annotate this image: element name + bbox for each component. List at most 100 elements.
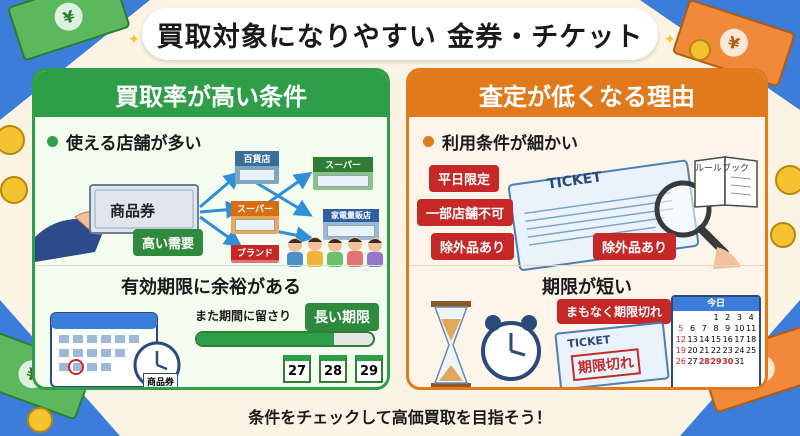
point-many-stores: 使える店舗が多い — [47, 129, 202, 154]
calendar-day: 30 — [722, 357, 734, 366]
svg-text:¥: ¥ — [726, 32, 742, 54]
expired-ticket: TICKET 期限切れ — [554, 321, 670, 387]
calendar-day: 24 — [734, 346, 745, 355]
calendar-with-clock-icon — [50, 312, 181, 387]
calendar-day: 2 — [725, 313, 731, 322]
section-divider — [409, 265, 765, 266]
calendar-day: 13 — [687, 335, 698, 344]
date-flag: 27 — [283, 355, 311, 383]
calendar-day — [675, 313, 687, 322]
store-supermarket-2-label: スーパー — [231, 201, 279, 216]
calendar-day: 23 — [722, 346, 733, 355]
store-brand-label: ブランド — [231, 245, 279, 260]
section-divider — [35, 265, 387, 266]
calendar-day: 28 — [698, 357, 710, 366]
store-window — [327, 225, 375, 237]
expired-stamp: 期限切れ — [570, 348, 642, 382]
calendar-day: 26 — [675, 357, 686, 366]
low-rate-body: 利用条件が細かい TICKET ? ルールブック 平日限定 一部店舗不可 除外品… — [409, 117, 765, 387]
point-many-stores-label: 使える店舗が多い — [66, 134, 202, 154]
store-electronics-label: 家電量販店 — [323, 209, 379, 222]
calendar-day: 15 — [710, 335, 722, 344]
rule-book-label: ルールブック — [695, 164, 750, 174]
point-detailed-conditions-label: 利用条件が細かい — [442, 134, 578, 154]
store-supermarket-1: スーパー — [313, 157, 373, 190]
expiring-soon-tag: まもなく期限切れ — [557, 299, 672, 324]
calendar-day: 5 — [678, 324, 684, 333]
footer-message: 条件をチェックして高価買取を目指そう！ — [248, 408, 552, 427]
svg-text:?: ? — [691, 158, 692, 177]
title-banner: 買取対象になりやすい 金券・チケット — [142, 8, 658, 60]
rule-book-icon: ? — [691, 156, 758, 208]
validity-progress-fill — [197, 333, 335, 345]
store-supermarket-1-label: スーパー — [313, 157, 373, 172]
voucher-label: 商品券 — [110, 202, 156, 220]
store-brand: ブランド — [231, 245, 279, 263]
condition-tag-some-stores: 一部店舗不可 — [417, 199, 514, 226]
calendar-day: 21 — [699, 346, 710, 355]
banknote-icon: ¥ — [8, 0, 130, 61]
calendar-day: 4 — [748, 313, 754, 322]
store-window — [239, 169, 275, 181]
calendar-day: 10 — [734, 324, 745, 333]
calendar-day: 11 — [746, 324, 757, 333]
calendar-day: 9 — [725, 324, 731, 333]
store-department: 百貨店 — [235, 151, 279, 184]
calendar-day: 25 — [746, 346, 757, 355]
small-voucher-label: 商品券 — [143, 373, 179, 387]
store-window — [235, 219, 275, 231]
calendar-day: 12 — [675, 335, 686, 344]
calendar-day: 1 — [713, 313, 719, 322]
svg-text:✦: ✦ — [664, 32, 676, 48]
expiry-ample-title: 有効期限に余裕がある — [121, 277, 301, 298]
long-period-tag: 長い期限 — [305, 303, 379, 331]
date-flag: 28 — [319, 355, 347, 383]
calendar-day: 31 — [734, 357, 745, 366]
calendar-day: 19 — [675, 346, 686, 355]
condition-tag-excluded-1: 除外品あり — [431, 233, 515, 260]
crowd-of-people-icon — [287, 237, 383, 267]
svg-text:¥: ¥ — [61, 6, 77, 28]
hand-holding-voucher-icon — [35, 184, 199, 262]
high-rate-heading: 買取率が高い条件 — [35, 71, 387, 117]
calendar-day: 27 — [687, 357, 698, 366]
date-flag: 29 — [355, 355, 383, 383]
bullet-icon — [423, 136, 434, 147]
point-detailed-conditions: 利用条件が細かい — [423, 129, 578, 154]
calendar-day: 7 — [701, 324, 707, 333]
validity-progress-bar — [195, 331, 375, 347]
condition-tag-weekday: 平日限定 — [429, 165, 500, 192]
calendar-day — [698, 313, 710, 322]
low-rate-panel: 査定が低くなる理由 利用条件が細かい TICKET ? ルールブック — [406, 68, 768, 390]
calendar-day: 14 — [699, 335, 710, 344]
date-flags: 27 28 29 — [283, 355, 383, 383]
calendar-day: 18 — [746, 335, 757, 344]
calendar-day: 6 — [690, 324, 696, 333]
calendar-day: 20 — [687, 346, 698, 355]
calendar-day: 17 — [734, 335, 745, 344]
high-rate-body: 使える店舗が多い 商品券 高い需要 — [35, 117, 387, 387]
short-expiry-title: 期限が短い — [542, 277, 632, 298]
store-window — [317, 175, 369, 187]
expired-ticket-title: TICKET — [566, 333, 612, 351]
progress-caption: また期間に留さり — [195, 309, 292, 323]
svg-text:✦: ✦ — [128, 32, 140, 48]
calendar-day: 22 — [710, 346, 722, 355]
low-rate-heading: 査定が低くなる理由 — [409, 71, 765, 117]
high-rate-panel: 買取率が高い条件 使える店舗が多い 商品券 高い需要 — [32, 68, 390, 390]
store-supermarket-2: スーパー — [231, 201, 279, 234]
calendar-day: 8 — [713, 324, 719, 333]
calendar-day: 29 — [710, 357, 722, 366]
calendar-header: 今日 — [673, 297, 759, 311]
calendar-day — [745, 357, 757, 366]
store-department-label: 百貨店 — [235, 151, 279, 166]
page-title: 買取対象になりやすい 金券・チケット — [156, 21, 644, 53]
calendar-day: 3 — [736, 313, 742, 322]
calendar-day: 16 — [722, 335, 733, 344]
hourglass-and-alarm-clock-icon — [431, 301, 541, 387]
bullet-icon — [47, 136, 58, 147]
calendar-day — [687, 313, 699, 322]
store-electronics: 家電量販店 — [323, 209, 379, 240]
